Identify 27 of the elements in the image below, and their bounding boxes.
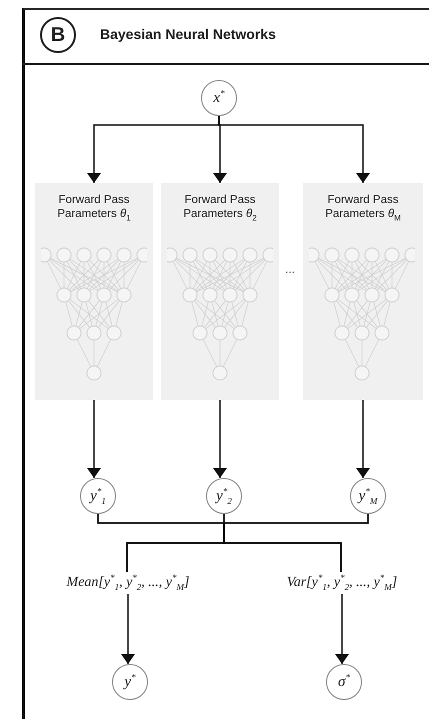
arrow (356, 400, 370, 478)
ellipsis-label: ... (285, 262, 296, 276)
arrow (121, 594, 135, 664)
arrow (87, 400, 101, 478)
variable-label: y$^{*}$ (124, 674, 136, 690)
forward-pass-label: Forward Pass Parameters θ$_{1}$ (56, 193, 132, 224)
panel-letter: B (40, 17, 76, 53)
forward-pass-label: Forward Pass Parameters θ$_{M}$ (324, 193, 402, 224)
arrow (218, 116, 370, 183)
variable-label: σ$^{*}$ (338, 674, 350, 690)
forward-pass-label: Forward Pass Parameters θ$_{2}$ (182, 193, 258, 224)
formula-label: Var[y$^{*}$$_{1}$, y$^{*}$$_{2}$, ..., y$^{*}$$_{M}$] (286, 575, 398, 591)
forward-pass-panel (161, 183, 279, 400)
variable-circle (80, 478, 116, 514)
variable-circle (326, 664, 362, 700)
variable-circle (350, 478, 386, 514)
arrow (213, 400, 227, 478)
panel-title: Bayesian Neural Networks (100, 26, 276, 42)
forward-pass-panel (35, 183, 153, 400)
variable-circle (201, 80, 237, 116)
formula-label: Mean[y$^{*}$$_{1}$, y$^{*}$$_{2}$, ..., y$^{*}$$_{M}$] (66, 575, 190, 591)
variable-circle (206, 478, 242, 514)
forward-pass-panel (303, 183, 423, 400)
variable-label: x$^{*}$ (213, 90, 225, 106)
arrow (335, 594, 349, 664)
variable-circle (112, 664, 148, 700)
connector-line (223, 514, 369, 572)
